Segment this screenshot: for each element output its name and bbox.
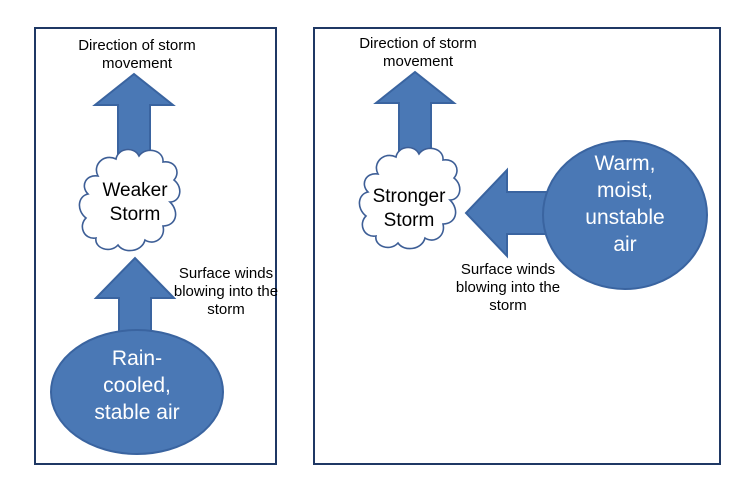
- rain-cooled-air-ellipse: [50, 329, 224, 455]
- stronger-storm-cloud: [358, 146, 461, 250]
- right-surface-wind-arrow: [464, 167, 549, 259]
- warm-moist-air-ellipse: [542, 140, 708, 290]
- left-surface-wind-arrow: [93, 256, 177, 341]
- right-movement-arrow: [373, 70, 457, 159]
- left-direction-label: Direction of storm movement: [78, 37, 196, 72]
- left-surface-winds-label: Surface winds blowing into the storm: [173, 265, 279, 318]
- rain-cooled-air-label: Rain- cooled, stable air: [94, 347, 180, 424]
- weaker-storm-label: Weaker Storm: [102, 180, 168, 225]
- weaker-storm-cloud: [78, 148, 181, 252]
- stronger-storm-label: Stronger Storm: [372, 186, 446, 231]
- warm-moist-air-label: Warm, moist, unstable air: [585, 152, 665, 256]
- right-direction-label: Direction of storm movement: [359, 35, 477, 70]
- right-surface-winds-label: Surface winds blowing into the storm: [455, 261, 561, 314]
- left-movement-arrow: [92, 72, 176, 159]
